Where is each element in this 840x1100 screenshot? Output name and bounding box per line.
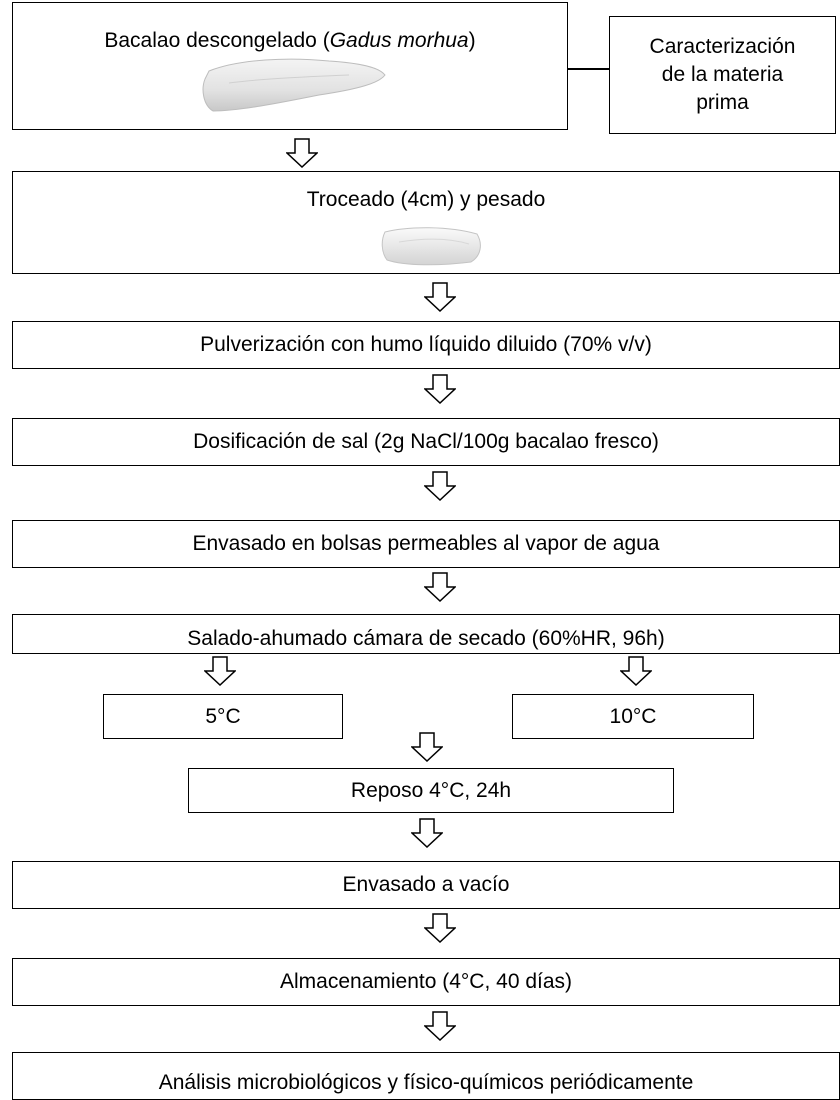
- down-arrow-icon: [424, 572, 456, 602]
- step-rest: Reposo 4°C, 24h: [188, 768, 674, 813]
- down-arrow-icon: [204, 656, 236, 686]
- step-storage: Almacenamiento (4°C, 40 días): [12, 958, 840, 1006]
- branch-5c: 5°C: [103, 694, 343, 739]
- down-arrow-icon: [286, 138, 318, 168]
- step-salt-dosing: Dosificación de sal (2g NaCl/100g bacala…: [12, 418, 840, 466]
- down-arrow-icon: [411, 818, 443, 848]
- raw-material-characterization: Caracterización de la materia prima: [609, 16, 836, 134]
- fish-fillet-image: [202, 58, 386, 112]
- down-arrow-icon: [424, 282, 456, 312]
- step-raw-material-label: Bacalao descongelado (Gadus morhua): [104, 29, 476, 52]
- cod-pieces-image: [381, 227, 481, 266]
- down-arrow-icon: [424, 374, 456, 404]
- branch-10c: 10°C: [512, 694, 754, 739]
- step-salting-smoking: Salado-ahumado cámara de secado (60%HR, …: [12, 614, 840, 654]
- connector-line: [568, 68, 610, 70]
- down-arrow-icon: [424, 471, 456, 501]
- step-raw-material: Bacalao descongelado (Gadus morhua): [12, 2, 568, 130]
- step-cutting-weighing: Troceado (4cm) y pesado: [12, 171, 840, 274]
- species-name: Gadus morhua: [329, 29, 469, 52]
- step-bag-packaging: Envasado en bolsas permeables al vapor d…: [12, 520, 840, 568]
- down-arrow-icon: [411, 732, 443, 762]
- step-vacuum-packaging: Envasado a vacío: [12, 861, 840, 909]
- step-periodic-analysis: Análisis microbiológicos y físico-químic…: [12, 1052, 840, 1100]
- step-liquid-smoke-spray: Pulverización con humo líquido diluido (…: [12, 321, 840, 369]
- down-arrow-icon: [424, 913, 456, 943]
- down-arrow-icon: [620, 656, 652, 686]
- down-arrow-icon: [424, 1011, 456, 1041]
